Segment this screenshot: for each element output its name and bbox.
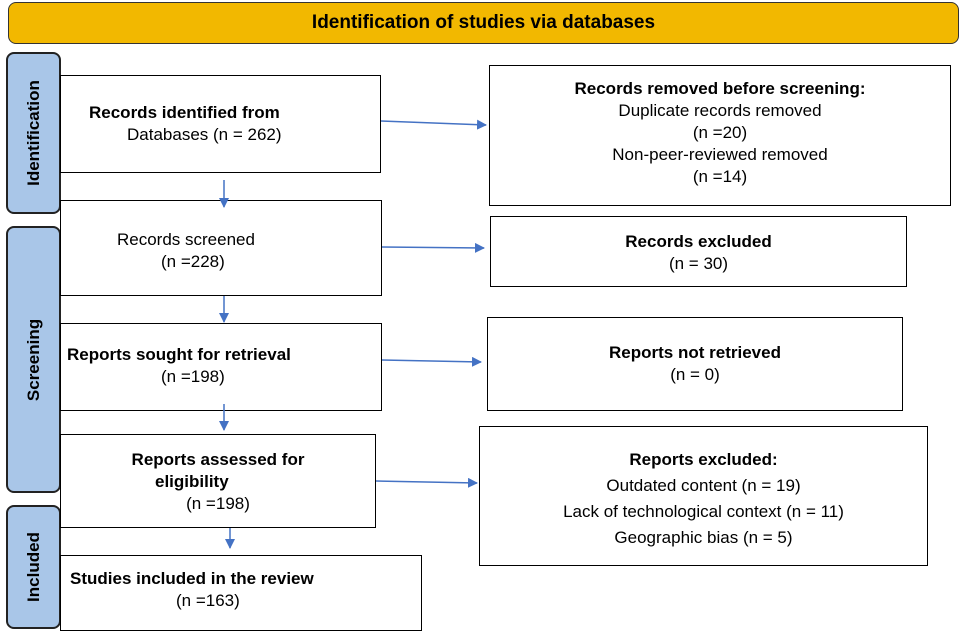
reports-not-retrieved-title: Reports not retrieved — [609, 343, 781, 362]
records-removed-duplicates: Duplicate records removed — [618, 101, 822, 120]
records-excluded-box: Records excluded (n = 30) — [490, 216, 907, 287]
reports-excluded-context: Lack of technological context (n = 11) — [563, 502, 844, 521]
reports-sought-box: Reports sought for retrieval (n =198) — [60, 323, 382, 411]
arrow-screened-to-excluded — [381, 242, 485, 253]
reports-assessed-box: Reports assessed for eligibility (n =198… — [60, 434, 376, 528]
studies-included-count: (n =163) — [176, 591, 240, 610]
reports-assessed-title: Reports assessed for — [131, 450, 305, 469]
phase-identification: Identification — [6, 52, 61, 214]
records-removed-duplicates-count: (n =20) — [692, 123, 748, 142]
records-excluded-count: (n = 30) — [668, 254, 729, 273]
reports-excluded-outdated: Outdated content (n = 19) — [606, 476, 801, 495]
records-removed-title: Records removed before screening: — [574, 79, 866, 98]
reports-sought-title: Reports sought for retrieval — [67, 345, 291, 364]
reports-assessed-title-2: eligibility — [155, 472, 229, 491]
records-screened-title: Records screened — [117, 230, 255, 249]
arrow-sought-to-not-retrieved — [381, 356, 482, 367]
reports-assessed-count: (n =198) — [186, 494, 250, 513]
records-identified-count: Databases (n = 262) — [127, 125, 282, 144]
reports-excluded-geographic: Geographic bias (n = 5) — [614, 528, 793, 547]
records-excluded-title: Records excluded — [625, 232, 772, 251]
arrow-assessed-to-reports-excluded — [375, 477, 478, 488]
records-screened-box: Records screened (n =228) — [60, 200, 382, 296]
studies-included-title: Studies included in the review — [70, 569, 314, 588]
reports-excluded-title: Reports excluded: — [629, 450, 778, 469]
header-title: Identification of studies via databases — [311, 12, 656, 33]
studies-included-box: Studies included in the review (n =163) — [60, 555, 422, 631]
reports-sought-count: (n =198) — [161, 367, 225, 386]
reports-not-retrieved-box: Reports not retrieved (n = 0) — [487, 317, 903, 411]
reports-excluded-box: Reports excluded: Outdated content (n = … — [479, 426, 928, 566]
reports-not-retrieved-count: (n = 0) — [670, 365, 720, 384]
records-identified-box: Records identified from Databases (n = 2… — [60, 75, 381, 173]
arrow-identified-to-removed — [380, 119, 487, 130]
records-removed-nonpeer: Non-peer-reviewed removed — [612, 145, 828, 164]
records-removed-nonpeer-count: (n =14) — [692, 167, 748, 186]
records-screened-count: (n =228) — [161, 252, 225, 271]
header-banner: Identification of studies via databases — [8, 2, 959, 44]
records-identified-title: Records identified from — [89, 103, 280, 122]
records-removed-box: Records removed before screening: Duplic… — [489, 65, 951, 206]
